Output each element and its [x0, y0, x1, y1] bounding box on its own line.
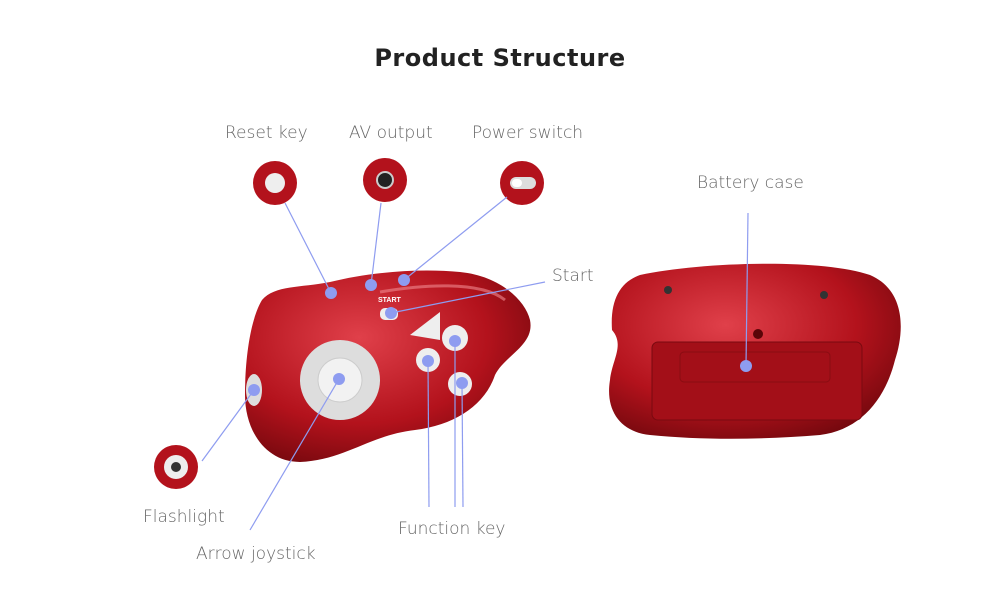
label-start: Start	[552, 266, 594, 286]
av-output-inset	[363, 158, 407, 202]
label-function-key: Function key	[398, 519, 506, 539]
console-back-view	[609, 263, 901, 439]
label-power-switch: Power switch	[472, 123, 584, 143]
marker-dots	[248, 274, 752, 396]
power-switch-inset	[500, 161, 544, 205]
page-title: Product Structure	[374, 44, 626, 72]
label-battery-case: Battery case	[697, 173, 804, 193]
label-flashlight: Flashlight	[143, 507, 225, 527]
start-text: START	[378, 297, 402, 304]
label-arrow-joystick: Arrow joystick	[196, 544, 316, 564]
triangle-button	[410, 312, 440, 340]
leader-lines	[201, 196, 749, 531]
console-front-view: START	[245, 270, 531, 462]
label-av-output: AV output	[349, 123, 433, 143]
label-reset-key: Reset key	[225, 123, 308, 143]
flashlight-inset	[154, 445, 198, 489]
reset-key-inset	[253, 161, 297, 205]
